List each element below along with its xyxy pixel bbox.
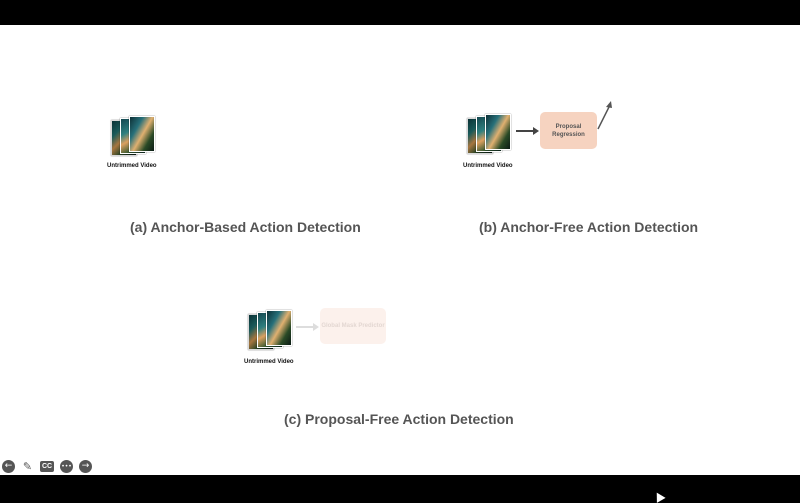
top-letterbox xyxy=(0,0,800,25)
next-slide-icon[interactable]: → xyxy=(79,459,92,473)
video-frames-c xyxy=(248,310,292,350)
bottom-letterbox xyxy=(0,475,800,500)
slideshow-controls: ← ✎ CC ••• → xyxy=(2,459,92,473)
previous-slide-icon[interactable]: ← xyxy=(2,459,15,473)
video-frame xyxy=(485,114,511,150)
arrow-right-icon xyxy=(516,127,539,135)
video-frames-a xyxy=(111,116,155,156)
panel-c-title: (c) Proposal-Free Action Detection xyxy=(284,411,514,427)
diagonal-arrow-icon xyxy=(597,101,612,130)
video-frame xyxy=(129,116,155,152)
panel-b-title: (b) Anchor-Free Action Detection xyxy=(479,219,699,235)
global-mask-predictor-box: Global Mask Predictor xyxy=(320,308,386,344)
captions-icon[interactable]: CC xyxy=(40,460,54,472)
video-label-b: Untrimmed Video xyxy=(463,163,513,169)
panel-a-title: (a) Anchor-Based Action Detection xyxy=(130,219,361,235)
arrow-right-icon xyxy=(296,323,319,331)
video-frame xyxy=(266,310,292,346)
more-options-icon[interactable]: ••• xyxy=(60,459,73,473)
video-label-a: Untrimmed Video xyxy=(107,163,157,169)
pen-tool-icon[interactable]: ✎ xyxy=(22,459,33,473)
slide: Untrimmed Video (a) Anchor-Based Action … xyxy=(0,25,800,475)
video-label-c: Untrimmed Video xyxy=(244,359,294,365)
global-mask-predictor-label: Global Mask Predictor xyxy=(321,323,385,329)
video-frames-b xyxy=(467,114,511,154)
proposal-regression-label: Proposal Regression xyxy=(552,123,585,138)
proposal-regression-box: Proposal Regression xyxy=(540,112,597,149)
